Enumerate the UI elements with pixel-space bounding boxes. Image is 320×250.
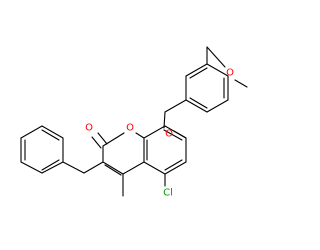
bond-line-35: [185, 63, 208, 77]
ester-oxygen-label: O: [126, 123, 134, 134]
bond-line-25: [41, 125, 64, 139]
bond-line-15: [163, 129, 183, 141]
bond-line-16: [164, 159, 183, 171]
ether-oxygen-label: O: [165, 129, 173, 140]
bond-line-44: [206, 46, 226, 68]
bond-line-28: [41, 129, 60, 141]
bond-line-10: [143, 125, 166, 139]
carbonyl-oxygen-label: O: [85, 123, 93, 134]
bond-line-33: [164, 99, 187, 113]
bond-line-24: [20, 125, 43, 139]
bond-line-4: [122, 161, 145, 175]
bond-line-9: [104, 164, 122, 176]
bond-line-5: [102, 161, 124, 175]
bond-line-19: [83, 161, 104, 174]
bond-line-8: [91, 136, 102, 149]
bond-line-20: [62, 161, 85, 174]
methoxy-oxygen-label: O: [226, 68, 234, 79]
bond-line-1: [115, 132, 125, 139]
atom-labels: O O O O Cl: [85, 68, 234, 199]
bond-line-21: [41, 161, 64, 174]
bond-line-39: [185, 99, 208, 113]
bond-lines: [20, 46, 248, 197]
bond-line-0: [102, 137, 117, 147]
bond-line-13: [164, 161, 187, 175]
bond-line-7: [97, 132, 108, 145]
bond-line-40: [189, 67, 208, 79]
bond-line-29: [41, 159, 60, 171]
bond-line-2: [135, 132, 145, 139]
bond-line-42: [189, 97, 208, 109]
bond-line-38: [206, 99, 229, 113]
chemical-structure-diagram: O O O O Cl: [20, 46, 248, 199]
bond-line-31: [173, 130, 187, 139]
chlorine-label: Cl: [163, 188, 173, 199]
bond-line-14: [143, 161, 166, 175]
bond-line-36: [206, 63, 229, 77]
bond-line-32: [163, 111, 166, 129]
bond-line-45: [234, 79, 248, 88]
bond-line-22: [20, 161, 43, 174]
